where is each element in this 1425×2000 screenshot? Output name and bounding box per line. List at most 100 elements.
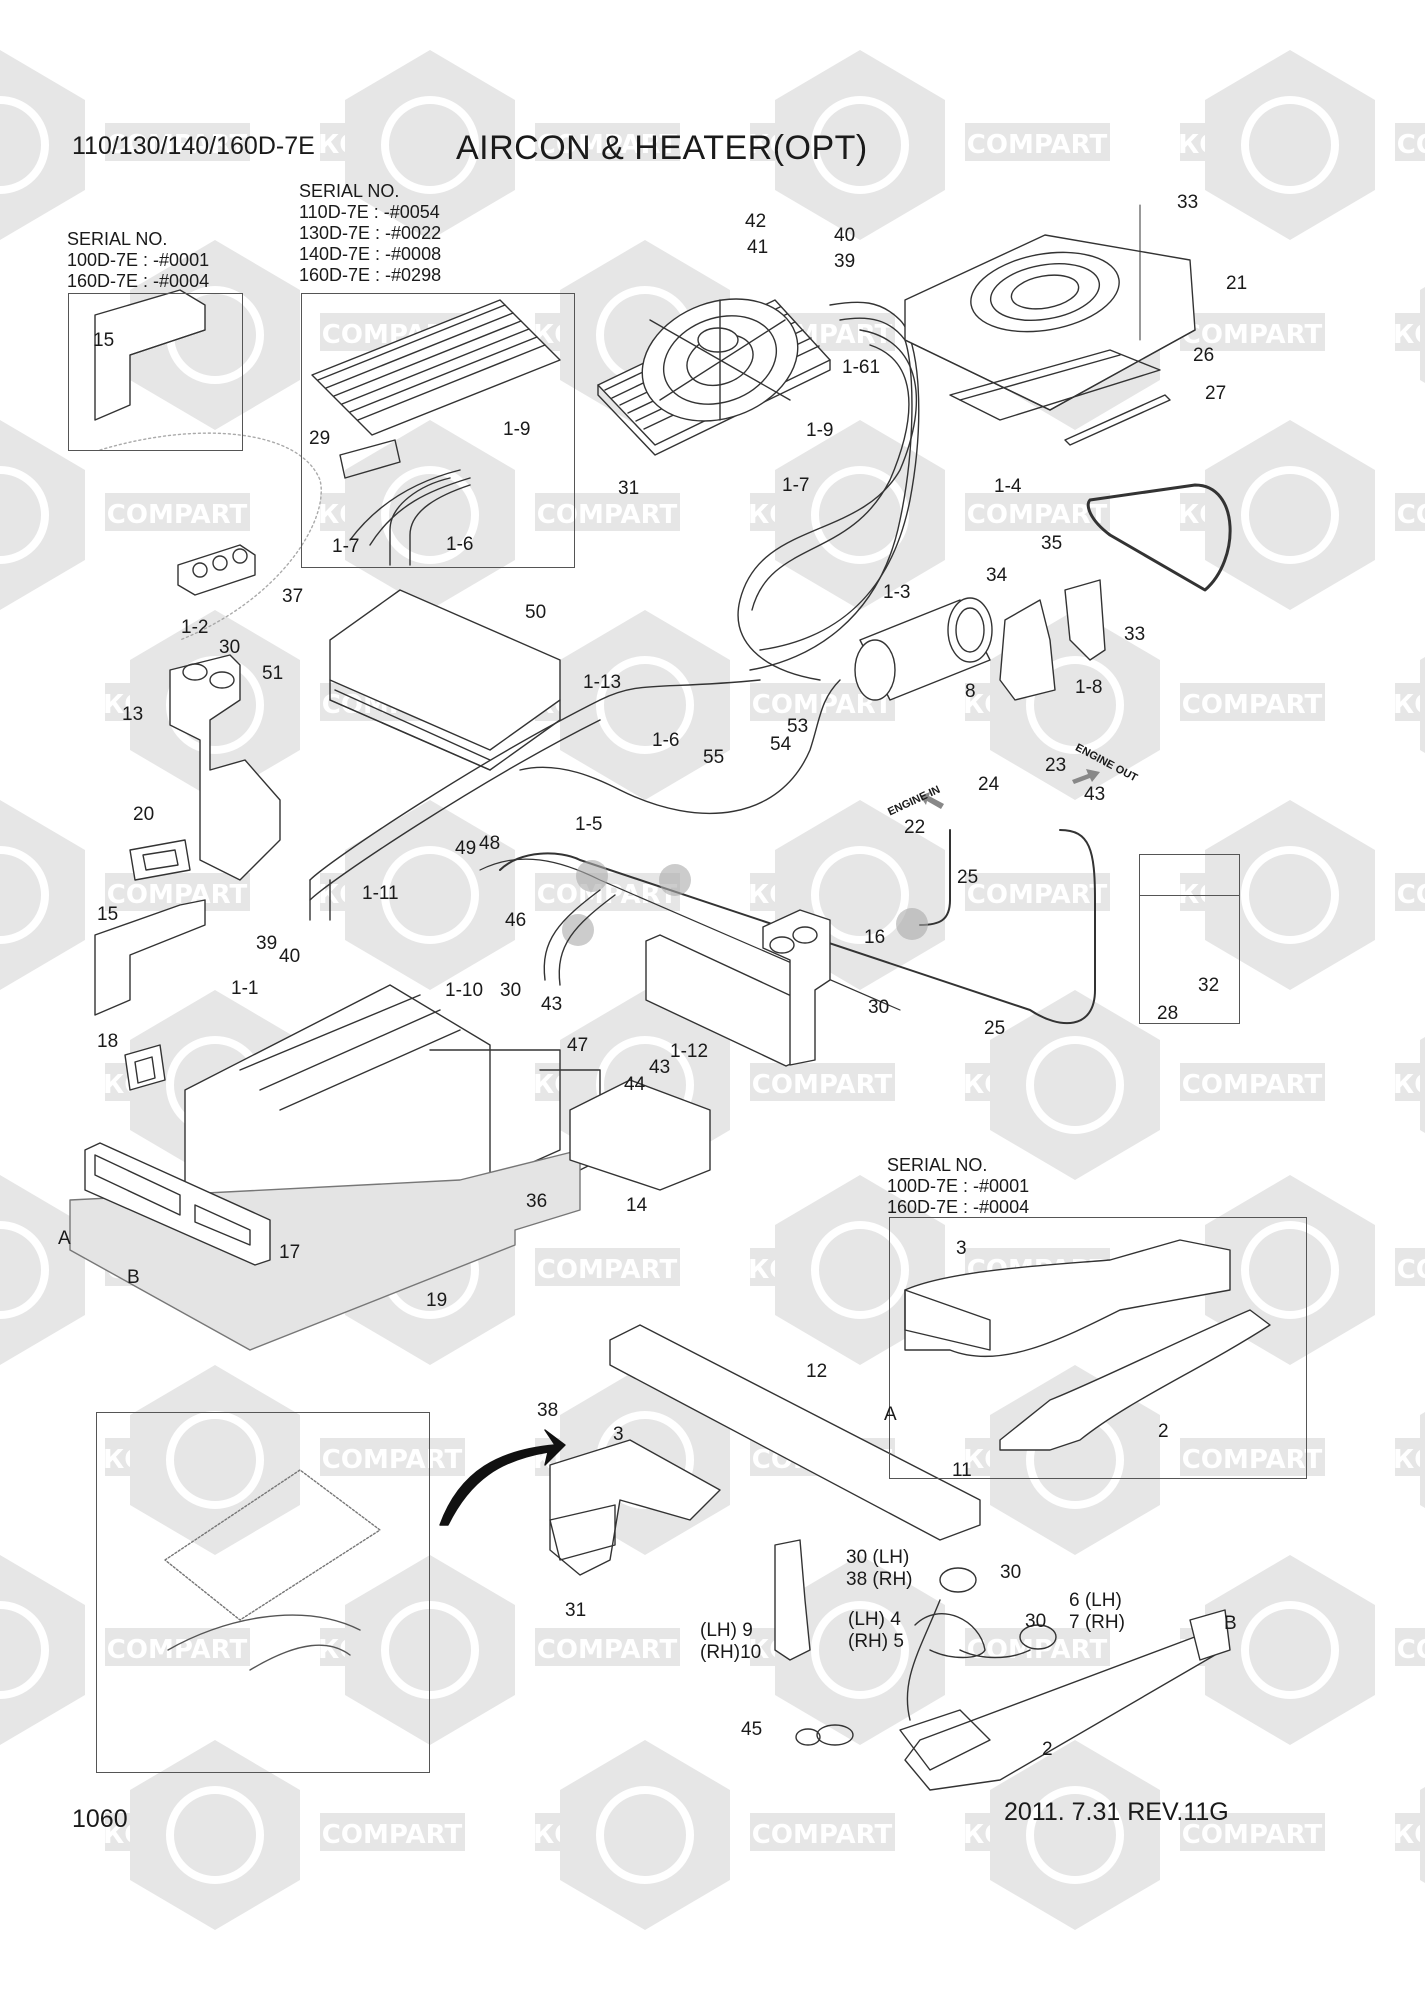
part-callout-24: 24 xyxy=(978,774,1000,795)
part-callout-19: 19 xyxy=(426,1290,448,1311)
part-callout-B1: B xyxy=(127,1267,140,1288)
part-callout-35: 35 xyxy=(1041,533,1063,554)
engine-out-arrow-icon xyxy=(1072,769,1100,784)
svg-text:COMPART: COMPART xyxy=(1182,1070,1323,1100)
watermark-tile: COMPART xyxy=(0,1555,250,1745)
rear-duct-assembly xyxy=(549,1324,1231,1791)
part-callout-1-12: 1-12 xyxy=(670,1041,709,1062)
svg-text:COMPART: COMPART xyxy=(1182,1445,1323,1475)
svg-text:COMPART: COMPART xyxy=(752,1070,893,1100)
watermark-tile: COMPART xyxy=(0,50,250,240)
part-callout-1-7a: 1-7 xyxy=(332,536,360,557)
part-callout-1-13: 1-13 xyxy=(583,672,622,693)
svg-text:COMPART: COMPART xyxy=(1397,130,1425,160)
watermark-tile: COMPART xyxy=(1420,1412,1425,1508)
svg-text:COMPART: COMPART xyxy=(752,1820,893,1850)
part-callout-49: 49 xyxy=(455,838,477,859)
part-callout-15b: 15 xyxy=(97,904,119,925)
gasket-20 xyxy=(129,839,191,881)
frame-alt-duct-inset xyxy=(889,1217,1307,1479)
part-callout-25b: 25 xyxy=(984,1018,1006,1039)
watermark-tile: COMPART xyxy=(560,1740,895,1930)
part-callout-30c: 30 xyxy=(868,997,890,1018)
part-callout-13: 13 xyxy=(122,704,144,725)
svg-text:COMPART: COMPART xyxy=(322,1820,463,1850)
svg-text:COMPART: COMPART xyxy=(1397,1635,1425,1665)
part-callout-39a: 39 xyxy=(834,251,856,272)
control-panel xyxy=(177,544,256,596)
part-callout-1-6b: 1-6 xyxy=(652,730,680,751)
page-title: AIRCON & HEATER(OPT) xyxy=(456,129,868,167)
part-callout-6-7: 6 (LH) 7 (RH) xyxy=(1069,1590,1125,1633)
overview-sketch xyxy=(164,1469,381,1621)
watermark-tile: COMPART xyxy=(1205,800,1425,990)
part-callout-3b: 3 xyxy=(613,1424,624,1445)
watermark-tile: COMPART xyxy=(1205,420,1425,610)
serial-block-1: SERIAL NO. 100D-7E : -#0001 160D-7E : -#… xyxy=(67,229,209,292)
part-callout-39b: 39 xyxy=(256,933,278,954)
svg-text:COMPART: COMPART xyxy=(107,130,248,160)
part-callout-28: 28 xyxy=(1157,1003,1179,1024)
part-callout-43b: 43 xyxy=(541,994,563,1015)
part-callout-A2: A xyxy=(884,1404,897,1425)
bracket-8 xyxy=(999,599,1056,701)
part-callout-1-7b: 1-7 xyxy=(782,475,810,496)
part-callout-11: 11 xyxy=(952,1460,972,1481)
part-callout-32: 32 xyxy=(1198,975,1220,996)
svg-text:COMPART: COMPART xyxy=(537,130,678,160)
svg-text:COMPART: COMPART xyxy=(1182,320,1323,350)
serial-line: 130D-7E : -#0022 xyxy=(299,223,442,243)
watermark-tile: COMPART xyxy=(1420,657,1425,753)
hose-25b xyxy=(499,829,1096,1024)
serial-line: 140D-7E : -#0008 xyxy=(299,244,442,264)
watermark-tile: COMPART xyxy=(1205,1555,1425,1745)
serial-line: 160D-7E : -#0298 xyxy=(299,265,442,285)
part-callout-27: 27 xyxy=(1205,383,1227,404)
serial-line: 100D-7E : -#0001 xyxy=(67,250,210,270)
part-callout-40a: 40 xyxy=(834,225,856,246)
pipe-1-6 xyxy=(309,679,761,881)
serial-heading: SERIAL NO. xyxy=(67,229,168,249)
svg-text:COMPART: COMPART xyxy=(537,500,678,530)
svg-text:КОМПАРТ: КОМПАРТ xyxy=(1393,320,1425,350)
condenser-fan-assembly xyxy=(597,298,920,671)
part-callout-1-5: 1-5 xyxy=(575,814,603,835)
svg-text:COMPART: COMPART xyxy=(322,1445,463,1475)
frame-condenser-inset xyxy=(301,293,575,568)
part-callout-26: 26 xyxy=(1193,345,1215,366)
part-callout-31a: 31 xyxy=(618,478,640,499)
part-callout-1-8: 1-8 xyxy=(1075,677,1103,698)
part-callout-12: 12 xyxy=(806,1361,828,1382)
watermark-tile: COMPART xyxy=(0,800,250,990)
svg-text:COMPART: COMPART xyxy=(967,500,1108,530)
part-callout-44: 44 xyxy=(624,1074,646,1095)
part-callout-43c: 43 xyxy=(649,1057,671,1078)
watermark-tile: COMPART xyxy=(1420,1787,1425,1883)
duct-13 xyxy=(169,654,281,881)
part-callout-36: 36 xyxy=(526,1191,548,1212)
watermark-tile: COMPART xyxy=(1420,1037,1425,1133)
svg-text:COMPART: COMPART xyxy=(967,130,1108,160)
arrow-icon xyxy=(439,1429,566,1526)
watermark-tile: COMPART xyxy=(560,610,895,800)
svg-text:КОМПАРТ: КОМПАРТ xyxy=(1393,1070,1425,1100)
model-range: 110/130/140/160D-7E xyxy=(72,132,315,160)
part-callout-37: 37 xyxy=(282,586,304,607)
part-callout-2a: 2 xyxy=(1158,1421,1169,1442)
serial-heading: SERIAL NO. xyxy=(299,181,400,201)
part-callout-1-2: 1-2 xyxy=(181,617,209,638)
part-callout-33b: 33 xyxy=(1124,624,1146,645)
svg-text:COMPART: COMPART xyxy=(537,1255,678,1285)
part-callout-30b: 30 xyxy=(500,980,522,1001)
part-callout-14: 14 xyxy=(626,1195,648,1216)
svg-text:COMPART: COMPART xyxy=(967,1635,1108,1665)
part-callout-1-9b: 1-9 xyxy=(503,419,531,440)
part-callout-2b: 2 xyxy=(1042,1739,1053,1760)
serial-line: 100D-7E : -#0001 xyxy=(887,1176,1030,1196)
revision-date: 2011. 7.31 REV.11G xyxy=(1004,1798,1229,1826)
svg-text:COMPART: COMPART xyxy=(107,880,248,910)
watermark-tile: COMPART xyxy=(345,50,680,240)
part-callout-30d: 30 xyxy=(1000,1562,1022,1583)
